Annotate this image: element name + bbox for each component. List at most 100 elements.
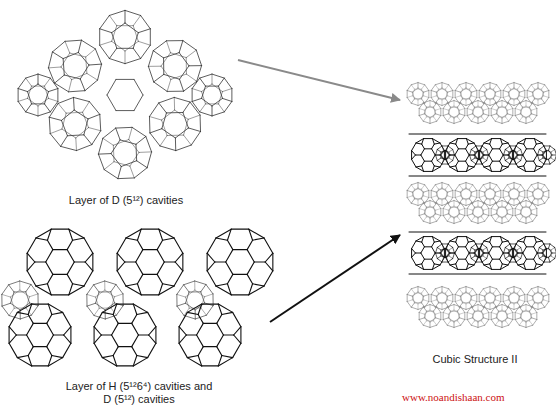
cavity-edge [117, 304, 134, 305]
cavity-edge [472, 196, 477, 198]
cavity-edge [502, 201, 509, 203]
cavity-edge [466, 88, 472, 92]
cavity-edge [471, 221, 478, 223]
cavity-edge [460, 300, 466, 304]
cavity-edge [455, 294, 460, 296]
cavity-edge [483, 247, 487, 250]
cavity-edge [508, 318, 513, 320]
cavity-edge [176, 294, 177, 306]
cavity-edge [538, 96, 544, 100]
cavity-edge [527, 294, 532, 296]
cavity-edge [69, 284, 73, 295]
cavity-edge [446, 89, 448, 96]
cavity-edge [424, 318, 430, 322]
cavity-edge [112, 335, 119, 347]
cavity-edge [504, 155, 506, 161]
cavity-edge [424, 294, 429, 296]
cavity-edge [468, 166, 474, 167]
cavity-edge [498, 107, 505, 108]
cavity-edge [545, 302, 549, 308]
cavity-edge [147, 152, 151, 168]
cavity-edge [460, 114, 465, 116]
cavity-edge [479, 300, 484, 302]
cavity-edge [36, 284, 47, 286]
cavity-edge [479, 151, 480, 160]
cavity-edge [132, 335, 139, 347]
cavity-edge [483, 85, 486, 89]
cavity-edge [411, 287, 418, 289]
cavity-edge [99, 291, 111, 292]
cavity-edge [87, 294, 96, 297]
cavity-edge [9, 285, 14, 292]
cavity-edge [467, 208, 468, 215]
cavity-edge [482, 210, 484, 217]
cavity-edge [549, 146, 550, 150]
cavity-edge [508, 253, 511, 258]
cavity-edge [521, 253, 523, 259]
cavity-edge [200, 78, 206, 86]
cavity-edge [551, 158, 555, 161]
cavity-edge [419, 108, 424, 110]
cavity-edge [109, 48, 116, 58]
cavity-edge [432, 242, 435, 247]
cavity-edge [478, 218, 479, 223]
cavity-edge [534, 302, 541, 303]
cavity-edge [419, 318, 424, 320]
cavity-edge [475, 249, 479, 253]
cavity-edge [472, 210, 474, 217]
cavity-edge [502, 322, 503, 327]
cavity-edge [472, 214, 478, 218]
cavity-edge [218, 86, 222, 98]
cavity-edge [520, 214, 526, 218]
cavity-edge [217, 335, 224, 347]
cavity-edge [506, 321, 509, 325]
cavity-edge [526, 322, 527, 327]
cavity-edge [542, 185, 545, 189]
cavity-edge [491, 108, 492, 115]
cavity-edge [470, 253, 472, 259]
cavity-edge [125, 41, 138, 51]
cavity-edge [479, 90, 484, 92]
cavity-edge [412, 196, 418, 200]
cavity-edge [546, 151, 547, 160]
cavity-edge [555, 155, 556, 161]
cavity-edge [507, 287, 514, 289]
cavity-edge [512, 108, 513, 115]
cavity-edge [538, 83, 539, 88]
cavity-edge [434, 311, 436, 318]
cavity-edge [486, 198, 493, 199]
cavity-edge [446, 249, 450, 253]
cavity-edge [490, 304, 491, 309]
cavity-edge [490, 196, 496, 200]
cavity-edge [424, 110, 426, 117]
cavity-edge [484, 192, 486, 199]
cavity-edge [200, 115, 201, 131]
cavity-edge [61, 53, 70, 67]
cavity-edge [102, 356, 113, 358]
cavity-edge [461, 307, 465, 313]
cavity-edge [478, 151, 479, 160]
cavity-edge [534, 149, 538, 155]
cavity-edge [415, 253, 420, 254]
cavity-edge [430, 101, 437, 103]
cavity-edge [517, 256, 521, 259]
cavity-edge [412, 159, 416, 167]
cavity-edge [432, 264, 434, 270]
cavity-edge [247, 262, 254, 274]
cavity-edge [159, 284, 163, 295]
cavity-edge [478, 114, 484, 118]
cavity-edge [454, 305, 455, 310]
cavity-edge [233, 312, 241, 326]
cavity-edge [28, 86, 32, 98]
cavity-edge [137, 356, 148, 358]
cavity-edge [466, 200, 467, 205]
cavity-edge [113, 356, 117, 366]
cavity-edge [28, 92, 32, 104]
cavity-edge [51, 229, 69, 230]
cavity-edge [494, 289, 497, 293]
cavity-edge [490, 287, 497, 289]
cavity-edge [436, 96, 442, 100]
cavity-edge [526, 148, 533, 149]
cavity-edge [527, 90, 528, 97]
cavity-edge [520, 311, 522, 318]
